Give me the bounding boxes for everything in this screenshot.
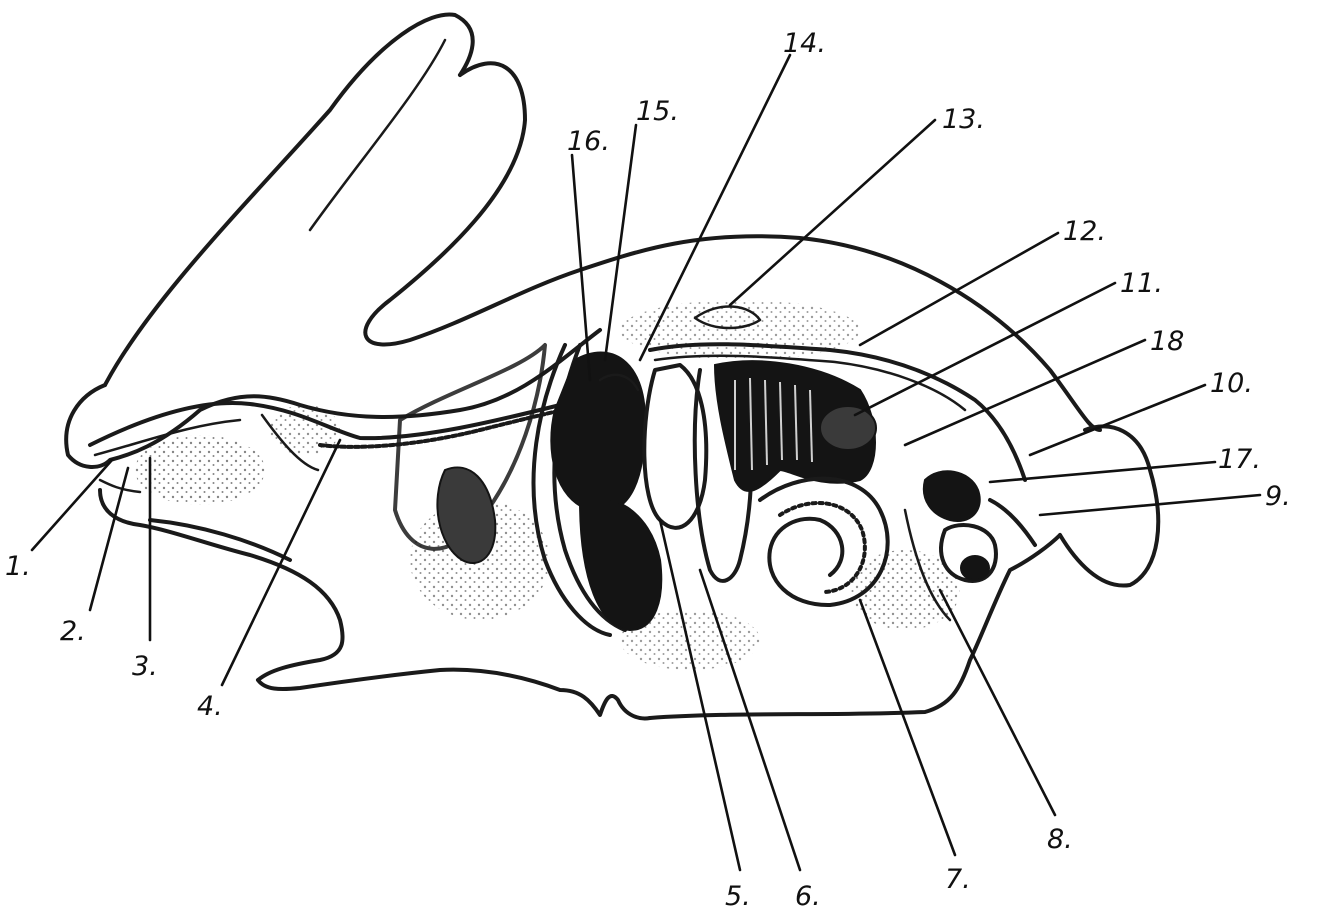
leader-6 [700, 570, 800, 870]
leader-2 [90, 468, 128, 610]
leader-1 [32, 460, 112, 550]
label-15: 15. [636, 96, 679, 127]
label-8: 8. [1047, 824, 1073, 855]
label-10: 10. [1210, 368, 1253, 399]
label-14: 14. [783, 28, 826, 59]
label-1: 1. [5, 551, 31, 582]
label-5: 5. [725, 881, 751, 912]
label-4: 4. [197, 691, 223, 722]
label-2: 2. [60, 616, 86, 647]
leader-7 [860, 600, 955, 855]
label-6: 6. [795, 881, 821, 912]
leader-9 [1040, 495, 1260, 515]
leader-11 [855, 283, 1115, 415]
leader-8 [940, 590, 1055, 815]
tissue-stippling [135, 300, 960, 670]
leader-10 [1030, 385, 1205, 455]
label-13: 13. [942, 104, 985, 135]
label-17: 17. [1218, 444, 1261, 475]
label-7: 7. [945, 864, 971, 895]
label-16: 16. [567, 126, 610, 157]
label-11: 11. [1120, 268, 1163, 299]
label-9: 9. [1265, 481, 1291, 512]
label-3: 3. [132, 651, 158, 682]
leader-13 [730, 120, 935, 305]
label-18: 18 [1150, 326, 1184, 357]
label-12: 12. [1063, 216, 1106, 247]
